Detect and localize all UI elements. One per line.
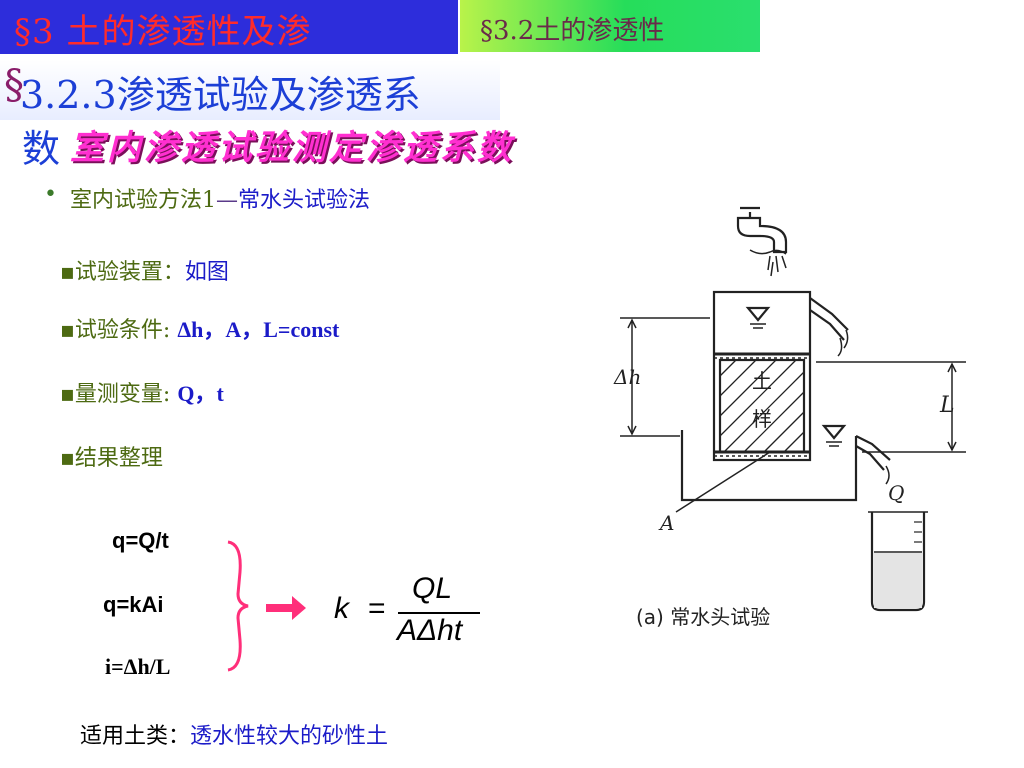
formula-darcy: q=kAi	[103, 592, 164, 617]
lower-tank	[680, 430, 858, 502]
faucet-icon	[736, 206, 788, 254]
formula-flow-rate: q=Q/t	[112, 528, 169, 553]
water-stream-icon	[767, 255, 787, 277]
method-prefix: 室内试验方法1	[70, 188, 216, 213]
equation-lhs: k	[334, 592, 349, 625]
method-dash: —	[216, 188, 238, 213]
area-label: A	[658, 511, 674, 535]
sample-label-top: 土	[752, 369, 772, 393]
length-label: L	[939, 393, 955, 418]
equation-denominator: AΔht	[397, 614, 463, 647]
section-title: §3 土的渗透性及渗	[14, 12, 312, 52]
constant-head-test-figure: Δh L 土 样 A Q (a) 常水头试验	[613, 206, 966, 629]
method-name: 常水头试验法	[238, 188, 371, 213]
equation-numerator: QL	[412, 572, 453, 605]
applicable-soil-value: 透水性较大的砂性土	[190, 724, 389, 749]
item-apparatus: ▪试验装置：如图	[60, 254, 229, 286]
section-header-banner: §3 土的渗透性及渗	[0, 0, 458, 54]
applicable-soil-label: 适用土类：	[80, 724, 191, 749]
arrow-right-icon	[266, 596, 306, 620]
item-measured: ▪量测变量: Q，t	[60, 376, 224, 408]
subheading-title-line2: 数	[22, 127, 61, 171]
subheading-title-line1: 3.2.3渗透试验及渗透系	[20, 73, 421, 117]
formula-gradient: i=Δh/L	[105, 654, 171, 679]
subsection-title: §3.2土的渗透性	[480, 16, 665, 46]
fraction-bar	[398, 612, 480, 614]
brace-arrow-graphic	[227, 540, 306, 672]
figure-caption: (a) 常水头试验	[636, 605, 770, 629]
subheading-clipped-mark: §	[4, 62, 24, 112]
bullet-marker: •	[44, 182, 57, 207]
item-conditions: ▪试验条件: Δh，A，L=const	[60, 312, 339, 344]
sample-label-bottom: 样	[752, 407, 772, 431]
method-bullet: 室内试验方法1—常水头试验法	[70, 182, 370, 214]
discharge-label: Q	[888, 481, 904, 505]
subheading-background	[0, 60, 500, 120]
item-label: ▪结果整理	[60, 446, 163, 471]
applicable-soil: 适用土类：透水性较大的砂性土	[80, 718, 388, 750]
right-brace-icon	[227, 540, 249, 672]
item-value: Q，t	[177, 381, 224, 406]
delta-h-label: Δh	[613, 365, 641, 389]
item-value: 如图	[184, 260, 229, 285]
item-processing: ▪结果整理	[60, 440, 163, 472]
equation-equals: =	[368, 592, 386, 625]
measuring-cylinder-icon	[870, 512, 926, 612]
subheading-topic: 室内渗透试验测定渗透系数	[70, 128, 514, 168]
item-label: ▪试验条件:	[60, 318, 178, 343]
item-label: ▪量测变量:	[60, 382, 178, 407]
subsection-header-banner: §3.2土的渗透性	[460, 0, 760, 52]
section-mark: §	[4, 62, 24, 108]
item-value: Δh，A，L=const	[177, 317, 340, 342]
item-label: ▪试验装置：	[60, 260, 185, 285]
